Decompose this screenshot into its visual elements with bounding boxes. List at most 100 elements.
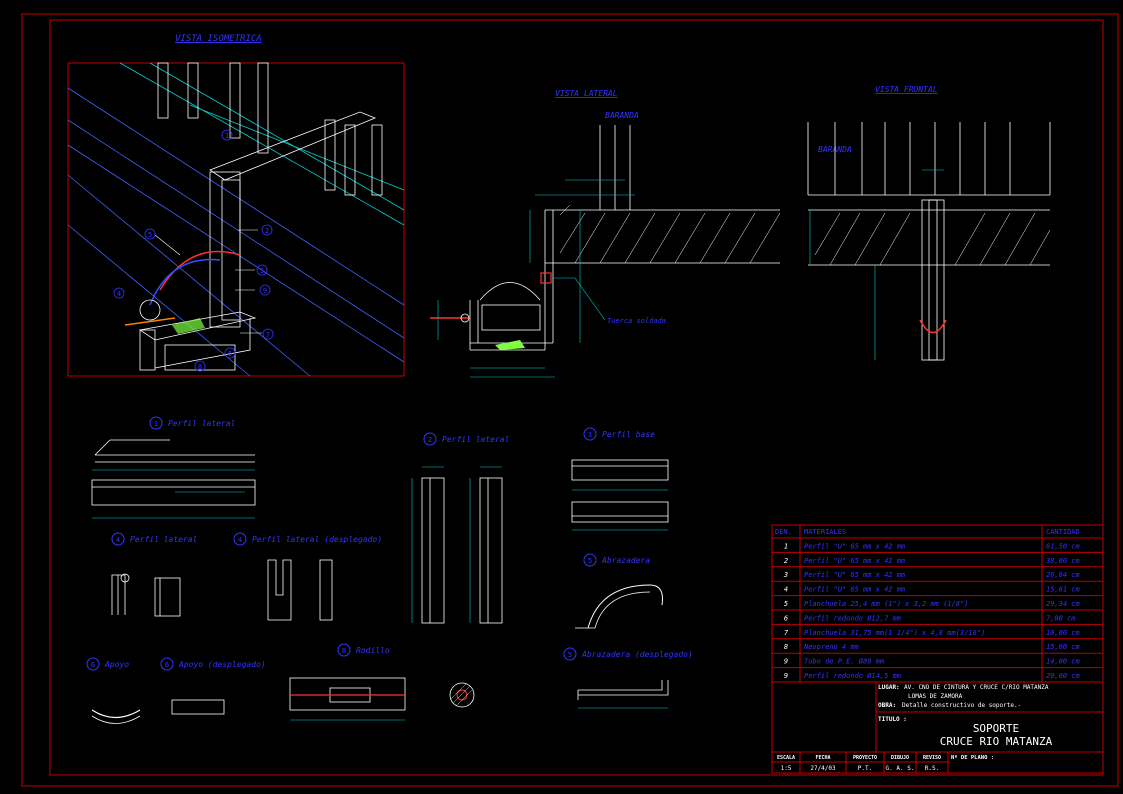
table-cell-mat: Tubo de P.E. Ø80 mm xyxy=(804,658,885,666)
detail-num: 1 xyxy=(154,420,158,428)
detail-5: 5 Abrazadera xyxy=(575,553,663,629)
table-header-den: DEN. xyxy=(775,528,792,536)
table-cell-mat: Perfil "U" 65 mm x 42 mm xyxy=(804,571,906,579)
lugar-value: AV. CNO DE CINTURA Y CRUCE C/RIO MATANZA xyxy=(904,684,1049,691)
outer-frame xyxy=(21,13,1119,787)
lugar-value-2: LOMAS DE ZAMORA xyxy=(908,693,963,700)
detail-title: Perfil lateral xyxy=(130,535,197,544)
detail-title: Perfil base xyxy=(602,430,655,439)
detail-6: 6 Apoyo xyxy=(86,657,141,724)
detail-4-unfolded: 4 Perfil lateral (desplegado) xyxy=(233,532,382,621)
obra-value: Detalle constructivo de soporte.- xyxy=(902,702,1021,709)
table-cell-den: 2 xyxy=(784,557,788,565)
iso-callout: 5 xyxy=(148,231,152,239)
detail-title: Apoyo (desplegado) xyxy=(178,660,266,669)
iso-callout: 4 xyxy=(117,290,121,298)
table-cell-mat: Planchuela 25,4 mm (1") x 3,2 mm (1/8") xyxy=(804,600,968,608)
table-cell-qty: 14,00 cm xyxy=(1046,658,1081,666)
table-cell-den: 9 xyxy=(784,658,788,666)
escala-label: ESCALA xyxy=(777,755,795,761)
detail-num: 5 xyxy=(588,557,592,565)
lateral-view: VISTA LATERAL BARANDA xyxy=(430,89,781,378)
detail-6-unfolded: 6 Apoyo (desplegado) xyxy=(160,657,266,715)
detail-num: 6 xyxy=(165,661,169,669)
obra-label: OBRA: xyxy=(878,702,896,709)
detail-title: Perfil lateral (desplegado) xyxy=(252,535,382,544)
proyecto-value: P.T. xyxy=(858,765,872,772)
table-cell-mat: Perfil "U" 65 mm x 42 mm xyxy=(804,557,906,565)
iso-callout: 8 xyxy=(198,363,202,371)
tuerca-soldada-label: Tuerca soldada xyxy=(607,317,666,325)
titulo-label: TITULO : xyxy=(878,716,907,723)
drawing-title-1: SOPORTE xyxy=(973,722,1019,735)
detail-3: 3 Perfil base xyxy=(571,427,669,531)
table-cell-qty: 38,00 cm xyxy=(1045,557,1081,565)
detail-num: 4 xyxy=(238,536,242,544)
lugar-label: LUGAR: xyxy=(878,684,900,691)
table-cell-mat: Perfil "U" 65 mm x 42 mm xyxy=(804,542,906,550)
escala-value: 1:5 xyxy=(781,765,792,772)
table-cell-mat: Perfil redondo Ø12,7 mm xyxy=(804,614,902,622)
iso-callout: 2 xyxy=(265,227,269,235)
table-cell-den: 9 xyxy=(784,672,788,680)
table-cell-qty: 7,00 cm xyxy=(1046,614,1076,622)
fecha-label: FECHA xyxy=(815,755,830,761)
iso-callout: 3 xyxy=(260,267,264,275)
baranda-label: BARANDA xyxy=(605,111,639,120)
isometric-view: VISTA ISOMETRICA xyxy=(67,34,405,377)
detail-4: 4 Perfil lateral xyxy=(111,532,197,617)
table-cell-den: 7 xyxy=(784,629,789,637)
detail-5-unfolded: 5 Abrazadera (desplegado) xyxy=(563,647,693,709)
detail-num: 4 xyxy=(116,536,120,544)
inner-frame xyxy=(49,19,1104,776)
detail-title: Abrazadera xyxy=(601,556,650,565)
table-cell-den: 6 xyxy=(784,614,788,622)
iso-callout: 6 xyxy=(228,350,232,358)
table-cell-qty: 26,04 cm xyxy=(1046,571,1081,579)
table-cell-den: 3 xyxy=(783,571,788,579)
table-cell-qty: 15,00 cm xyxy=(1046,643,1081,651)
table-header-mat: MATERIALES xyxy=(804,528,846,536)
iso-callout: 1 xyxy=(225,132,229,140)
iso-callout: 9 xyxy=(263,287,267,295)
detail-8: 8 Rodillo xyxy=(289,643,475,721)
detail-num: 3 xyxy=(588,431,592,439)
table-cell-den: 8 xyxy=(784,643,788,651)
iso-callout: 7 xyxy=(266,331,270,339)
frontal-view: VISTA FRONTAL BARANDA xyxy=(807,85,1051,361)
table-cell-qty: 61,50 cm xyxy=(1046,542,1081,550)
lateral-title: VISTA LATERAL xyxy=(555,89,618,98)
table-cell-mat: Neopreno 4 mm xyxy=(803,643,860,651)
table-cell-mat: Perfil "U" 65 mm x 42 mm xyxy=(804,586,906,594)
detail-title: Apoyo xyxy=(104,660,129,669)
table-cell-qty: 10,00 cm xyxy=(1046,629,1081,637)
plano-label: Nº DE PLANO : xyxy=(951,754,994,761)
table-header-qty: CANTIDAD xyxy=(1046,528,1080,536)
dibujo-label: DIBUJO xyxy=(891,755,909,761)
detail-2: 2 Perfil lateral xyxy=(411,432,509,624)
drawing-title-2: CRUCE RIO MATANZA xyxy=(940,735,1053,748)
reviso-label: REVISO xyxy=(923,755,941,761)
detail-title: Perfil lateral xyxy=(168,419,235,428)
table-cell-qty: 15,61 cm xyxy=(1046,586,1081,594)
reviso-value: R.S. xyxy=(925,765,939,772)
proyecto-label: PROYECTO xyxy=(853,755,877,761)
detail-title: Rodillo xyxy=(356,646,390,655)
table-cell-den: 5 xyxy=(784,600,788,608)
table-cell-qty: 20,00 cm xyxy=(1046,672,1081,680)
table-cell-qty: 29,34 cm xyxy=(1046,600,1081,608)
table-cell-den: 4 xyxy=(784,586,788,594)
detail-title: Abrazadera (desplegado) xyxy=(581,650,693,659)
table-cell-mat: Perfil redondo Ø14,5 mm xyxy=(804,672,902,680)
table-cell-mat: Planchuela 31,75 mm(1 1/4") x 4,8 mm(3/1… xyxy=(804,629,985,637)
detail-1: 1 Perfil lateral xyxy=(91,416,256,519)
dibujo-value: G. A. S. xyxy=(886,765,915,772)
detail-num: 2 xyxy=(428,436,432,444)
isometric-title: VISTA ISOMETRICA xyxy=(175,34,262,44)
table-cell-den: 1 xyxy=(784,542,788,550)
title-block: LUGAR: AV. CNO DE CINTURA Y CRUCE C/RIO … xyxy=(771,681,1104,774)
detail-title: Perfil lateral xyxy=(442,435,509,444)
fecha-value: 27/4/03 xyxy=(810,765,836,772)
